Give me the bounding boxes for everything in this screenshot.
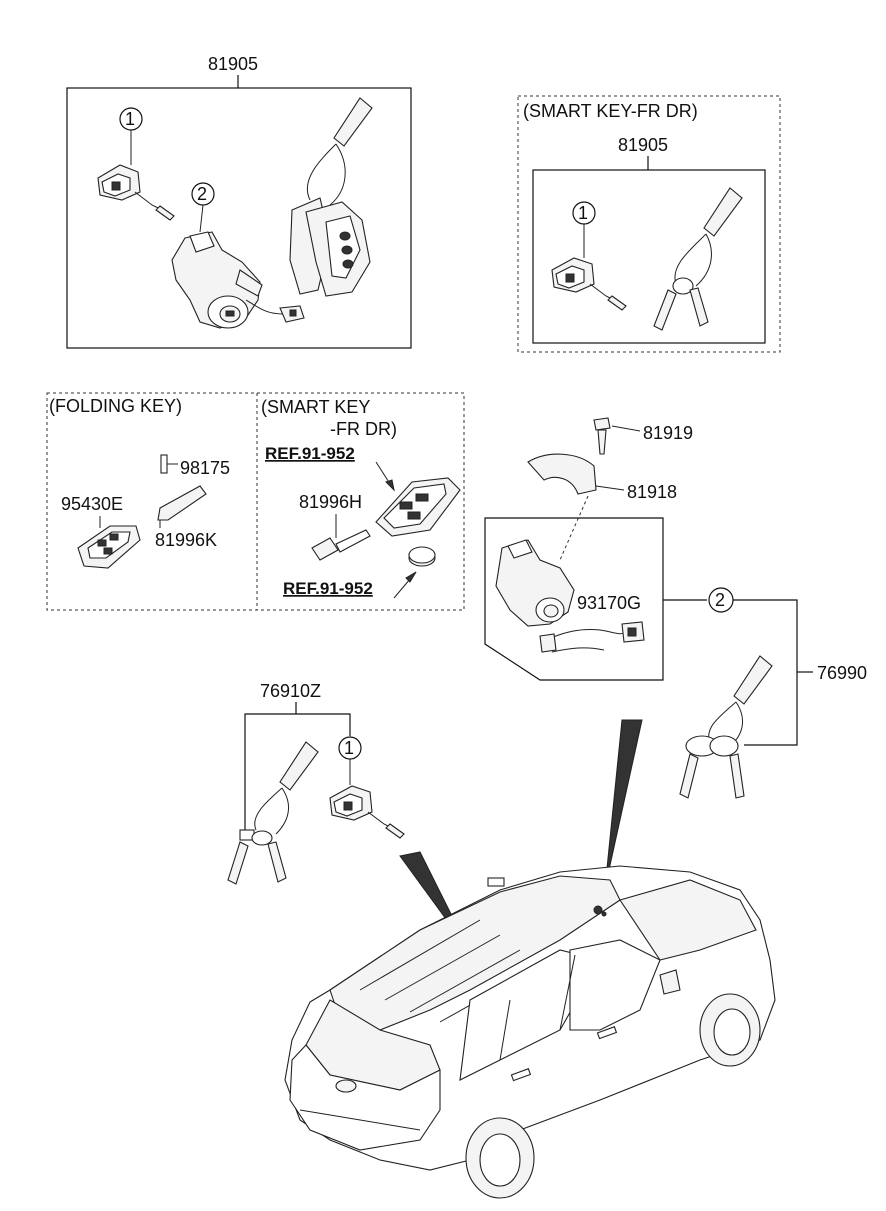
- part-number-81996K: 81996K: [155, 530, 217, 550]
- smart-key-fr-dr-header: (SMART KEY-FR DR): [523, 101, 698, 121]
- shroud-81918-image: [527, 453, 597, 495]
- door-lock-cylinder-image: [97, 164, 175, 221]
- part-number-81918: 81918: [627, 482, 677, 502]
- smart-key-fob-image: [375, 477, 461, 537]
- callout-1-lower-label: 1: [344, 738, 354, 758]
- folding-smart-key-box: (FOLDING KEY) (SMART KEY -FR DR) 98175 9…: [46, 392, 465, 611]
- callout-2-label: 2: [197, 184, 207, 204]
- ref-91-952-bottom: REF.91-952: [283, 579, 373, 598]
- emergency-key-set-image: [653, 187, 743, 331]
- part-number-76990: 76990: [817, 663, 867, 683]
- ignition-switch-image: [495, 539, 645, 653]
- ignition-lock-image: [171, 231, 305, 329]
- smart-key-header-line2: -FR DR): [330, 419, 397, 439]
- folding-key-fob-image: [77, 525, 141, 569]
- callout-2-right-label: 2: [715, 590, 725, 610]
- door-lock-cylinder-smart-image: [551, 257, 627, 311]
- key-set-76990-image: [679, 655, 773, 799]
- part-number-95430E: 95430E: [61, 494, 123, 514]
- part-number-81919: 81919: [643, 423, 693, 443]
- vehicle-suv-image: [284, 719, 776, 1199]
- part-number-93170G: 93170G: [577, 593, 641, 613]
- smart-key-header-line1: (SMART KEY: [261, 397, 370, 417]
- part-number-76910Z: 76910Z: [260, 681, 321, 701]
- mechanical-key-81996H-image: [311, 529, 371, 561]
- part-number-81905: 81905: [208, 54, 258, 74]
- ref-91-952-top: REF.91-952: [265, 444, 355, 463]
- bolt-81919-image: [593, 417, 611, 455]
- key-set-76910Z-image: [227, 741, 319, 885]
- ignition-switch-group: 81919 81918 93170G 2 76990: [484, 417, 867, 799]
- callout-1-smart-label: 1: [578, 203, 588, 223]
- smart-key-fr-dr-box: (SMART KEY-FR DR) 81905 1: [517, 95, 781, 353]
- folding-key-header: (FOLDING KEY): [49, 396, 182, 416]
- part-number-81996H: 81996H: [299, 492, 362, 512]
- lock-set-assembly-box: 81905 1 2: [66, 54, 412, 349]
- key-cylinder-set-76910Z: 76910Z 1: [227, 681, 405, 885]
- part-number-81905-smart: 81905: [618, 135, 668, 155]
- coin-battery-image: [408, 546, 436, 567]
- callout-1-label: 1: [125, 109, 135, 129]
- part-number-98175: 98175: [180, 458, 230, 478]
- door-lock-cylinder-lower-image: [329, 785, 405, 839]
- pin-98175-image: [160, 454, 168, 474]
- blade-81996K-image: [157, 485, 207, 521]
- flip-key-fob-image: [289, 97, 373, 297]
